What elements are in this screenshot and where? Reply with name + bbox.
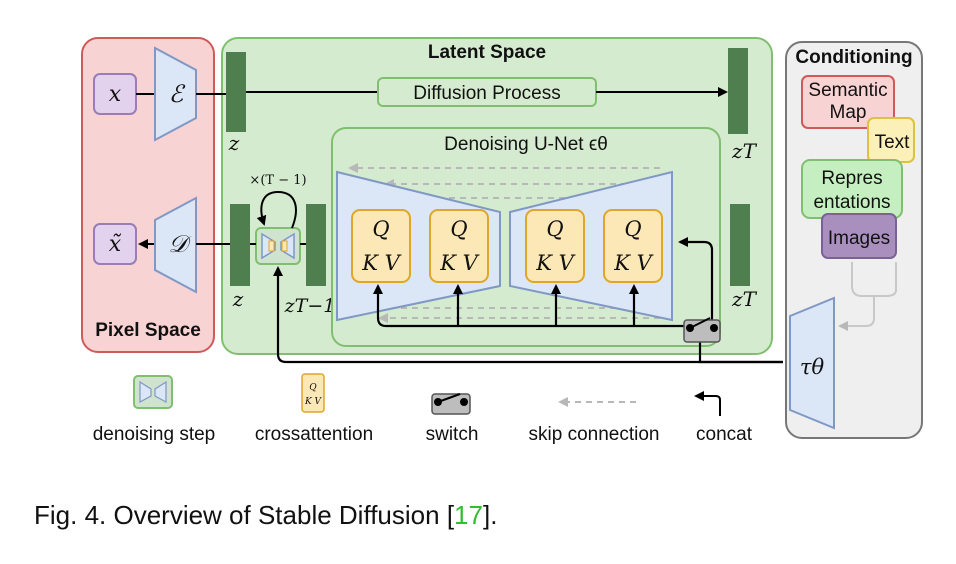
conditioning-merge-lines [838,262,897,331]
legend-denoising-step-label: denoising step [93,424,216,445]
svg-text:K V: K V [304,397,323,407]
legend-skip-connection-label: skip connection [529,424,660,445]
qkv-block: Q K V [429,209,489,283]
images-box [821,213,897,259]
conditioning-arrows [273,237,783,364]
svg-text:K V: K V [613,251,653,275]
legend-crossattention-label: crossattention [255,424,373,445]
encoder-symbol: ℰ [169,80,186,108]
decoder-block [154,196,197,294]
latent-z-bottom-bar [230,204,250,286]
svg-text:K V: K V [361,251,401,275]
x-tilde-box [93,223,137,265]
qkv-block: Q K V [525,209,585,283]
images-label: Images [828,228,890,249]
x-symbol: x [109,82,122,107]
latent-zT-bottom-bar [730,204,750,286]
latent-space-label: Latent Space [428,42,546,63]
legend-denoising-step-icon [133,375,173,409]
x-tilde-symbol: x̃ [109,232,122,257]
latent-zT-top-bar [728,48,748,134]
citation-link[interactable]: 17 [454,500,483,530]
z-top-label: z [228,131,240,155]
repeat-label: ×(T − 1) [249,173,306,188]
tau-symbol: τθ [800,355,825,379]
legend-concat-icon [694,391,721,416]
latent-z-top-bar [226,52,246,132]
diffusion-process-label: Diffusion Process [413,83,561,104]
pixel-space-label: Pixel Space [95,320,201,341]
svg-text:Q: Q [546,217,563,241]
legend-switch-label: switch [426,424,479,445]
svg-text:Q: Q [372,217,389,241]
encoder-block [154,46,197,142]
zT-top-label: zT [731,139,758,163]
svg-text:Q: Q [309,383,317,393]
svg-text:Q: Q [450,217,467,241]
qkv-block: Q K V [351,209,411,283]
latent-zT-minus-1-bar [306,204,326,286]
legend-concat-label: concat [696,424,753,445]
svg-text:Q: Q [624,217,641,241]
svg-text:K V: K V [439,251,479,275]
denoising-step-icon [255,227,301,265]
unet-label: Denoising U-Net ϵθ [444,134,608,155]
conditioning-label: Conditioning [795,47,912,68]
legend-switch-icon [431,393,471,415]
zT-minus-1-label: zT−1 [284,295,336,317]
switch-icon [683,317,721,343]
qkv-block: Q K V [603,209,663,283]
svg-text:K V: K V [535,251,575,275]
legend-crossattention-icon: Q K V [301,373,325,413]
z-bottom-label: z [232,287,244,311]
text-label: Text [875,132,911,153]
legend: denoising step Q K V crossattention swit… [93,373,753,445]
zT-bottom-label: zT [731,287,758,311]
semantic-map-box [801,75,895,129]
repeat-loop-arrow [256,190,297,229]
figure-caption: Fig. 4. Overview of Stable Diffusion [17… [34,500,498,530]
tau-encoder-block [789,296,835,430]
